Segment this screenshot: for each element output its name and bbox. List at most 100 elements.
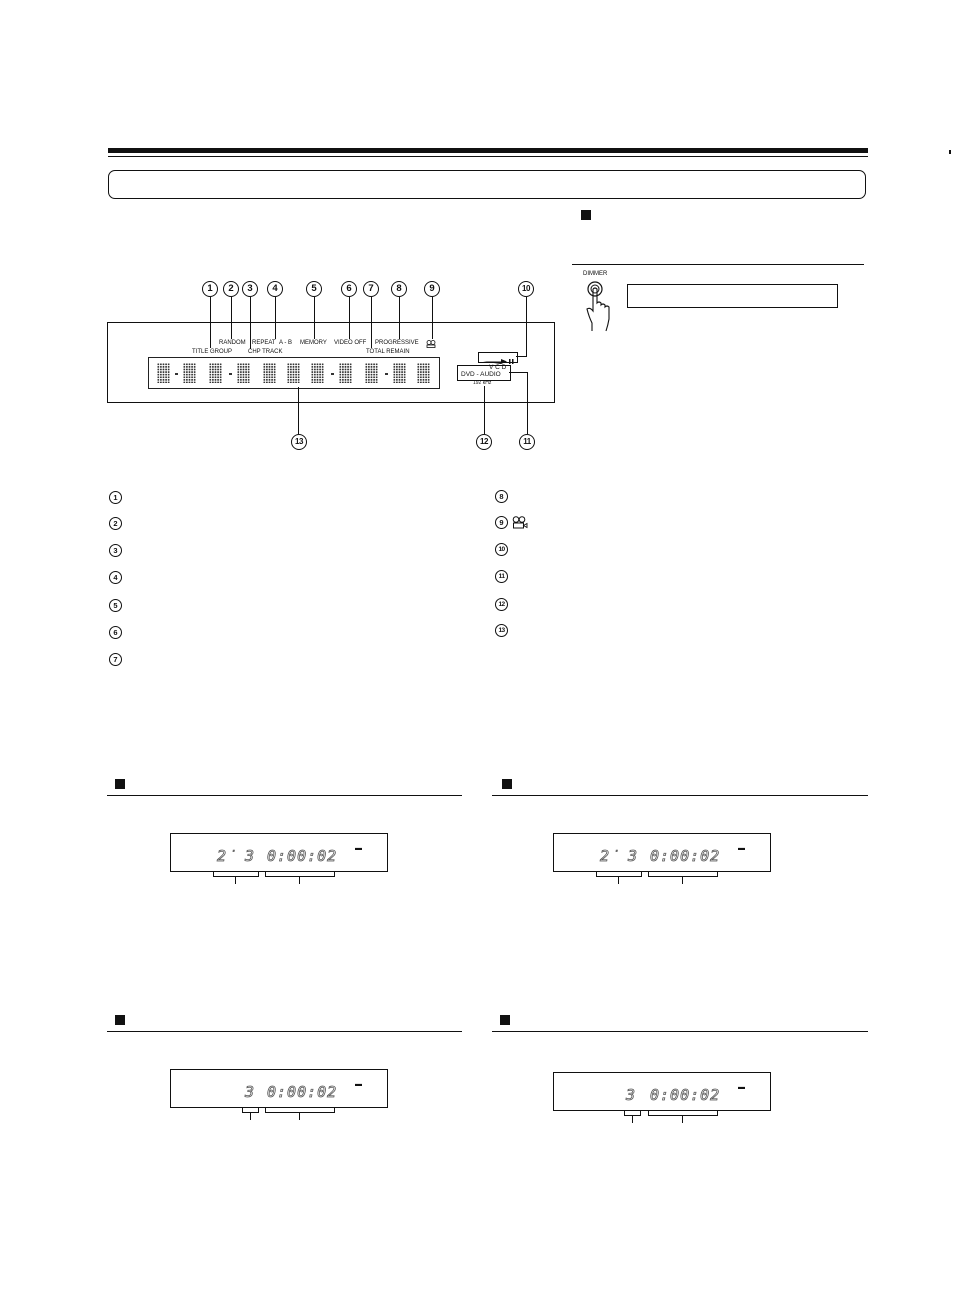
legend-num-3: 3 xyxy=(109,544,122,557)
display-chapter-number: 3 xyxy=(626,1086,637,1105)
digit xyxy=(393,363,406,383)
section-marker-1 xyxy=(115,779,125,789)
display-chapter-number: 3 xyxy=(245,1083,256,1102)
legend-num-11: 11 xyxy=(495,570,508,583)
leader-3 xyxy=(250,297,251,349)
display-time: 0:00:02 xyxy=(650,847,721,866)
label-memory: MEMORY xyxy=(300,340,327,346)
bracket-time xyxy=(265,1107,335,1113)
section-rule-3 xyxy=(107,1031,462,1032)
digit xyxy=(183,363,196,383)
section-rule-2 xyxy=(492,795,868,796)
bracket-stem xyxy=(299,877,300,884)
play-arrow-icon: ▬ xyxy=(738,845,745,852)
bracket-stem xyxy=(235,877,236,884)
front-panel-display xyxy=(107,322,555,403)
leader-9 xyxy=(432,297,433,339)
legend-num-10: 10 xyxy=(495,543,508,556)
label-ab: A - B xyxy=(279,340,293,346)
bracket-title-chapter xyxy=(213,871,259,877)
header-rule-thin xyxy=(108,156,868,157)
play-arrow-icon: ▬ xyxy=(738,1084,745,1091)
display-time: 0:00:02 xyxy=(267,847,338,866)
play-pause-indicator xyxy=(478,352,518,364)
display-example-2: 2 · 3 0:00:02 ▬ xyxy=(553,833,771,872)
leader-7 xyxy=(371,297,372,348)
callout-8: 8 xyxy=(391,281,407,297)
leader-10 xyxy=(526,297,527,357)
label-chp-track: CHP TRACK xyxy=(248,349,283,355)
display-example-4: 3 0:00:02 ▬ xyxy=(553,1072,771,1111)
digit xyxy=(209,363,222,383)
digit xyxy=(263,363,276,383)
label-random: RANDOM xyxy=(219,340,246,346)
pressing-hand-icon xyxy=(586,281,610,332)
legend-num-2: 2 xyxy=(109,517,122,530)
callout-1: 1 xyxy=(202,281,218,297)
digit xyxy=(417,363,430,383)
section-title-box xyxy=(108,170,866,199)
bracket-stem xyxy=(618,877,619,884)
digit-separator xyxy=(385,373,388,375)
callout-3: 3 xyxy=(242,281,258,297)
disc-type-box xyxy=(457,365,511,381)
digit xyxy=(339,363,352,383)
bracket-chapter xyxy=(624,1110,641,1116)
legend-num-9: 9 xyxy=(495,516,508,529)
legend-num-4: 4 xyxy=(109,571,122,584)
dimmer-section-marker xyxy=(581,210,591,220)
label-title-group: TITLE GROUP xyxy=(192,349,233,355)
leader-13 xyxy=(298,387,299,434)
display-title-number: 2 xyxy=(217,847,228,866)
display-title-number: 2 xyxy=(600,847,611,866)
play-arrow-icon: ▬ xyxy=(355,1081,362,1088)
leader-4 xyxy=(275,297,276,339)
callout-9: 9 xyxy=(424,281,440,297)
leader-5 xyxy=(314,297,315,339)
label-video-off: VIDEO OFF xyxy=(334,340,367,346)
bracket-stem xyxy=(682,1116,683,1123)
legend-num-8: 8 xyxy=(495,490,508,503)
legend-num-6: 6 xyxy=(109,626,122,639)
label-dvd-audio: DVD - AUDIO xyxy=(461,371,501,378)
leader-12 xyxy=(484,386,485,434)
callout-6: 6 xyxy=(341,281,357,297)
bracket-title-chapter xyxy=(596,871,642,877)
section-rule-4 xyxy=(492,1031,868,1032)
callout-7: 7 xyxy=(363,281,379,297)
legend-num-13: 13 xyxy=(495,624,508,637)
section-marker-4 xyxy=(500,1015,510,1025)
callout-11: 11 xyxy=(519,434,535,450)
play-pause-icon xyxy=(483,359,514,364)
bracket-stem xyxy=(632,1116,633,1123)
display-time: 0:00:02 xyxy=(650,1086,721,1105)
header-rule-thick xyxy=(108,148,868,153)
display-time: 0:00:02 xyxy=(267,1083,338,1102)
segment-digit-row xyxy=(148,357,440,389)
digit xyxy=(311,363,324,383)
legend-num-7: 7 xyxy=(109,653,122,666)
callout-10: 10 xyxy=(518,281,534,297)
callout-12: 12 xyxy=(476,434,492,450)
digit-separator xyxy=(229,373,232,375)
digit xyxy=(365,363,378,383)
label-repeat: REPEAT xyxy=(252,340,276,346)
section-marker-2 xyxy=(502,779,512,789)
bracket-chapter xyxy=(242,1107,259,1113)
leader-10-h xyxy=(516,356,527,357)
dimmer-description-box xyxy=(627,284,838,308)
leader-1 xyxy=(210,297,211,348)
leader-6 xyxy=(349,297,350,339)
bracket-time xyxy=(648,1110,718,1116)
legend-num-12: 12 xyxy=(495,598,508,611)
digit-separator xyxy=(331,373,334,375)
bracket-time xyxy=(648,871,718,877)
display-chapter-number: 3 xyxy=(245,847,256,866)
bracket-time xyxy=(265,871,335,877)
legend-num-1: 1 xyxy=(109,491,122,504)
digit-separator xyxy=(175,373,178,375)
callout-13: 13 xyxy=(291,434,307,450)
section-marker-3 xyxy=(115,1015,125,1025)
label-progressive: PROGRESSIVE xyxy=(375,340,419,346)
display-separator: · xyxy=(231,847,238,858)
